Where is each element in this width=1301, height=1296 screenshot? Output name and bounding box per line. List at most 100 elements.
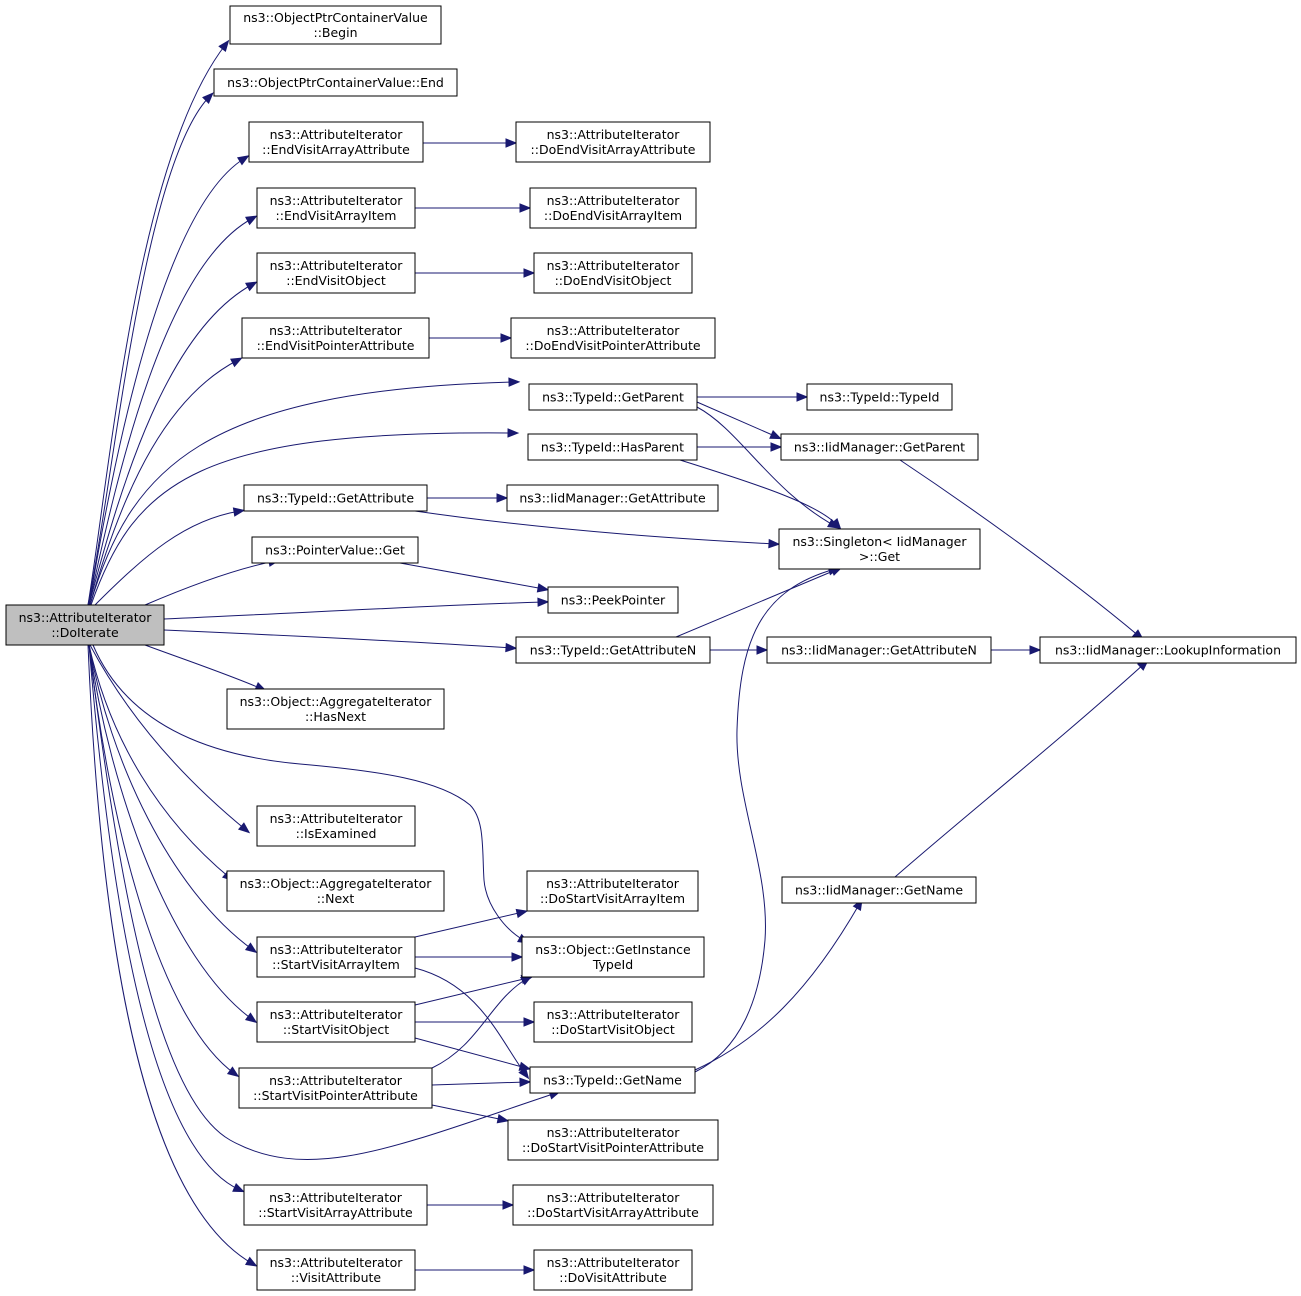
call-edge-isexamined [89,644,251,834]
node-label: ns3::AttributeIterator [270,1255,404,1270]
node-doiterate: ns3::AttributeIterator::DoIterate [5,604,165,646]
call-edge-typeid_getattr [94,507,246,606]
node-label: ns3::AttributeIterator [270,1007,404,1022]
arrow-head-icon [232,507,246,517]
node-box [533,1249,693,1291]
node-box [781,876,977,904]
node-peekpointer[interactable]: ns3::PeekPointer [547,586,679,614]
call-edge-optr_begin [87,39,230,606]
node-label: ::DoEndVisitArrayAttribute [531,142,696,157]
call-edge-typeid_hasparent [90,428,520,606]
arrow-head-icon [519,1077,532,1087]
node-label: ns3::IidManager::LookupInformation [1055,643,1281,658]
node-optr-end[interactable]: ns3::ObjectPtrContainerValue::End [213,68,458,97]
node-ptrvalue-get[interactable]: ns3::PointerValue::Get [251,536,419,564]
node-label: ::DoEndVisitPointerAttribute [525,338,700,353]
arrow-head-icon [1029,645,1042,655]
node-box [529,1066,696,1094]
node-isexamined[interactable]: ns3::AttributeIterator::IsExamined [256,805,416,847]
node-typeid-hasparent[interactable]: ns3::TypeId::HasParent [527,433,698,461]
node-box [256,1249,416,1291]
node-endvisitarrayitem[interactable]: ns3::AttributeIterator::EndVisitArrayIte… [256,187,416,229]
arrow-head-icon [236,155,250,166]
node-optr-begin[interactable]: ns3::ObjectPtrContainerValue::Begin [229,5,442,45]
node-label: ::DoStartVisitPointerAttribute [522,1140,704,1155]
node-startvisitobject[interactable]: ns3::AttributeIterator::StartVisitObject [256,1001,416,1043]
node-label: ns3::IidManager::GetName [795,883,963,898]
node-label: ns3::AttributeIterator [547,323,681,338]
call-edge-singleton_get [679,459,842,531]
node-label: ::DoEndVisitObject [555,273,672,288]
node-label: ns3::AttributeIterator [270,258,404,273]
node-label: ns3::TypeId::GetParent [542,390,684,405]
node-singleton-get[interactable]: ns3::Singleton< IidManager >::Get [778,528,981,570]
node-label: ::EndVisitArrayItem [276,208,397,223]
node-iid-getattrn[interactable]: ns3::IidManager::GetAttributeN [766,636,992,664]
node-dostartvisitobject[interactable]: ns3::AttributeIterator::DoStartVisitObje… [533,1001,693,1043]
call-edge-iid_getname [694,898,863,1071]
node-dostartvisitarrayitem[interactable]: ns3::AttributeIterator::DoStartVisitArra… [526,870,699,912]
node-typeid-getparent[interactable]: ns3::TypeId::GetParent [528,383,698,411]
node-endvisitarrayattr[interactable]: ns3::AttributeIterator::EndVisitArrayAtt… [248,121,424,163]
node-box [256,252,416,294]
node-label: ns3::IidManager::GetParent [794,440,965,455]
node-label: ::DoStartVisitArrayAttribute [527,1205,699,1220]
call-edge-startvisitarrayitem [88,644,258,954]
node-label: ns3::AttributeIterator [547,127,681,142]
node-label: ns3::AttributeIterator [270,942,404,957]
node-doendvisitarrayattr[interactable]: ns3::AttributeIterator::DoEndVisitArrayA… [515,121,711,163]
arrow-head-icon [796,392,809,402]
node-label: TypeId [592,957,633,972]
call-edge-typeid_typeid [697,392,809,402]
node-label: ns3::Object::AggregateIterator [240,876,433,891]
node-label: ns3::Object::GetInstance [535,942,691,957]
node-visitattr[interactable]: ns3::AttributeIterator::VisitAttribute [256,1249,416,1291]
node-dostartvisitptrattr[interactable]: ns3::AttributeIterator::DoStartVisitPoin… [507,1119,719,1161]
node-startvisitarrayitem[interactable]: ns3::AttributeIterator::StartVisitArrayI… [256,936,416,978]
arrow-head-icon [515,908,529,919]
node-agg-next[interactable]: ns3::Object::AggregateIterator::Next [226,870,445,912]
arrow-head-icon [232,1183,245,1193]
arrow-head-icon [245,281,258,292]
node-label: ::EndVisitObject [286,273,386,288]
node-box [521,936,705,978]
node-iid-lookup[interactable]: ns3::IidManager::LookupInformation [1039,636,1297,664]
node-label: ns3::Singleton< IidManager [792,534,967,549]
node-box [241,317,430,359]
node-box [778,528,981,570]
node-typeid-typeid[interactable]: ns3::TypeId::TypeId [806,383,953,411]
node-iid-getattr[interactable]: ns3::IidManager::GetAttribute [506,484,719,512]
node-iid-getname[interactable]: ns3::IidManager::GetName [781,876,977,904]
arrow-head-icon [226,1066,240,1078]
node-label: ns3::AttributeIterator [547,1007,681,1022]
node-typeid-getattrn[interactable]: ns3::TypeId::GetAttributeN [515,636,711,664]
node-doendvisitarrayitem[interactable]: ns3::AttributeIterator::DoEndVisitArrayI… [529,187,697,229]
call-edge-typeid_getparent [89,377,521,606]
call-edge-dostartvisitarrayitem [414,908,529,938]
node-startvisitptrattr[interactable]: ns3::AttributeIterator::StartVisitPointe… [238,1067,433,1109]
node-dovisitattr[interactable]: ns3::AttributeIterator::DoVisitAttribute [533,1249,693,1291]
node-box [528,383,698,411]
node-label: ::HasNext [305,709,366,724]
node-iid-getparent[interactable]: ns3::IidManager::GetParent [780,433,979,461]
node-doendvisitptrattr[interactable]: ns3::AttributeIterator::DoEndVisitPointe… [510,317,716,359]
node-agg-hasnext[interactable]: ns3::Object::AggregateIterator::HasNext [226,688,445,730]
node-label: >::Get [859,549,900,564]
node-endvisitobject[interactable]: ns3::AttributeIterator::EndVisitObject [256,252,416,294]
node-box [529,187,697,229]
node-box [243,484,428,512]
node-typeid-getname[interactable]: ns3::TypeId::GetName [529,1066,696,1094]
call-edge-startvisitobject [88,644,258,1024]
node-startvisitarrayattr[interactable]: ns3::AttributeIterator::StartVisitArrayA… [243,1184,428,1226]
node-box [527,433,698,461]
node-typeid-getattr[interactable]: ns3::TypeId::GetAttribute [243,484,428,512]
node-dostartvisitarrayattr[interactable]: ns3::AttributeIterator::DoStartVisitArra… [512,1184,714,1226]
node-box [526,870,699,912]
node-endvisitptrattr[interactable]: ns3::AttributeIterator::EndVisitPointerA… [241,317,430,359]
node-doendvisitobject[interactable]: ns3::AttributeIterator::DoEndVisitObject [533,252,693,294]
node-box [5,604,165,646]
node-label: ns3::IidManager::GetAttribute [519,491,706,506]
arrow-head-icon [523,1017,536,1027]
call-edge-doendvisitarrayattr [423,138,518,148]
